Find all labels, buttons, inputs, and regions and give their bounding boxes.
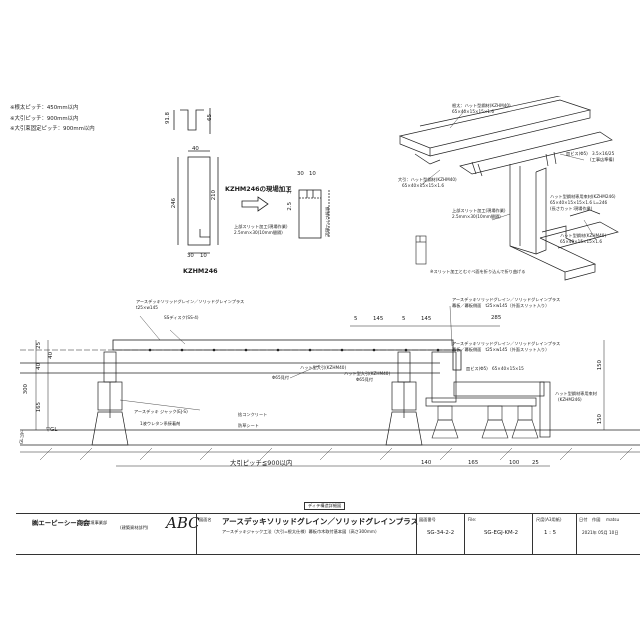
dim-65: 65	[207, 114, 213, 121]
slit-note-1: 上部スリット加工(現場作業)	[234, 224, 288, 229]
drawn-by: matsu	[606, 517, 620, 522]
section-drawing	[20, 305, 640, 467]
urethane-label: 1液ウレタン系接着剤	[140, 421, 181, 426]
dim-100: 100	[509, 460, 520, 466]
drawing-no: SG-34-2-2	[427, 530, 455, 536]
note-joist-pitch: ※根太ピッチ：450mm以内	[10, 105, 79, 111]
post-kzhm246-detail	[177, 150, 219, 254]
iso-beam-label-1: 大引：ハット型鋼材(KZHM40)	[398, 177, 457, 182]
dim-30: 30	[187, 253, 194, 259]
deck-label-r3: アースデッキソリッドグレイン／ソリッドグレインプラス	[452, 341, 561, 346]
iso-slit-label-2: 2.5mm×30(10mm間隔)	[452, 214, 501, 219]
hat-post-label-2: (KZHM246)	[558, 397, 582, 402]
company-dept: 住環境事業部	[82, 520, 108, 525]
iso-post-label-2: 65×40×15×15×1.6 L=246	[550, 200, 608, 205]
date-label: 日付	[579, 517, 588, 522]
dim-10: 10	[200, 253, 207, 259]
gl-below-label: GL以下	[19, 430, 24, 444]
drawing-date: 2021年 05月 10日	[582, 530, 619, 535]
iso-post-label-3: (長さカット:現場作業)	[550, 206, 593, 211]
iso-slit-label-1: 上部スリット加工(現場作業)	[452, 208, 506, 213]
gl-label: ▽GL	[46, 427, 58, 433]
note-beam-pitch: ※大引ピッチ：900mm以内	[10, 116, 79, 122]
site-process-title: KZHM246の現場加工	[225, 185, 292, 193]
arrow-right-icon	[241, 196, 269, 212]
concrete-label: 捨コンクリート	[238, 412, 268, 417]
screw-small-label: 皿ビス(Φ5) 65×40×15×15	[466, 366, 524, 371]
dim-150b: 150	[597, 414, 603, 425]
cut-note: 現場カット箇所	[325, 207, 331, 237]
slit-note-2: 2.5mm×30(10mm間隔)	[234, 230, 283, 235]
iso-post-label-1: ハット型鋼材専用束材(KZHM246)	[550, 194, 616, 199]
post-cut-detail	[298, 189, 330, 239]
dim-150: 150	[597, 360, 603, 371]
isometric-view	[398, 96, 619, 281]
iso-corner-label-2: 65×40×15×15×1.6	[560, 239, 603, 244]
hat-label-1: ハット型大引(KZHM40)	[300, 365, 347, 370]
dim-285: 285	[491, 315, 502, 321]
dim-5a: 5	[354, 316, 358, 322]
dim-30b: 30	[297, 171, 304, 177]
iso-joist-label-2: 65×40×15×15×1.6	[452, 109, 495, 114]
pitch-label: 大引ピッチ≦900以内	[230, 459, 293, 467]
dim-246: 246	[171, 198, 177, 209]
note-beam-fixing-pitch: ※大引束固定ピッチ：900mm以内	[10, 126, 95, 132]
file-label: File:	[468, 517, 477, 522]
scale-label: 尺度(A3用紙)	[536, 517, 562, 522]
drawing-sub: アースデッキジャック工法（大引=根太仕様）幕板巾木取付基本図（高さ300mm）	[222, 529, 380, 534]
dim-91-8: 91.8	[165, 112, 171, 125]
company-name: ㈱エーピーシー商会	[32, 519, 90, 527]
scale-note: ディテ構造詳細図	[304, 502, 346, 511]
part-label-kzhm246: KZHM246	[183, 267, 218, 275]
deck-label-2: t25×w145	[136, 305, 158, 310]
company-logo: ABC	[166, 514, 200, 532]
iso-bend-note: ※スリット加工とむぐベ面を折り込んで折り曲げる	[430, 269, 526, 274]
deck-jack-label: アースデッキ ジャック(EJ-S)	[134, 409, 188, 414]
disc-label: SSディスク(SS-4)	[164, 315, 199, 320]
hat-label-4: Φ65見付	[356, 377, 373, 382]
dim-25b: 25	[532, 460, 539, 466]
dim-36: 36	[287, 187, 293, 194]
logo-sub: (建築資材部門)	[120, 525, 149, 530]
drawing-name: アースデッキソリッドグレイン／ソリッドグレインプラス	[222, 517, 419, 526]
dim-145: 145	[373, 316, 384, 322]
iso-screw-label-1: 皿ビス(Φ5)	[566, 151, 588, 156]
dim-40b: 40	[48, 352, 54, 359]
drawing-no-label: 図面番号	[419, 517, 436, 522]
title-block: ㈱エーピーシー商会 住環境事業部 (建築資材部門) ABC 図面名 アースデッキ…	[16, 513, 640, 555]
drawn-label: 作図	[592, 517, 601, 522]
file-name: SG-EGJ-KM-2	[484, 530, 519, 536]
dim-145b: 145	[421, 316, 432, 322]
iso-joist-label-1: 根太：ハット型鋼材(KZHM40)	[452, 103, 511, 108]
deck-label-r4: 幕板／幕板側面 t25×w145（外面スリット入り）	[452, 347, 550, 352]
deck-label-1: アースデッキソリッドグレイン／ソリッドグレインプラス	[136, 299, 245, 304]
dim-300: 300	[23, 384, 29, 395]
iso-beam-label-2: 65×40×15×15×1.6	[402, 183, 445, 188]
dim-2-5: 2.5	[287, 202, 293, 211]
iso-corner-label-1: ハット型鋼材(KZHM40)	[560, 233, 607, 238]
dim-40: 40	[36, 363, 42, 370]
iso-screw-label-2: 3.5×16/25	[592, 151, 615, 156]
dim-140: 140	[421, 460, 432, 466]
hat-label-2: Φ65見付	[272, 375, 289, 380]
deck-label-r2: 幕板／幕板側面 t25×w145（外面スリット入り）	[452, 303, 550, 308]
dim-5b: 5	[402, 316, 406, 322]
grass-sheet-label: 防草シート	[238, 423, 259, 428]
hat-profile-detail	[173, 108, 211, 134]
dim-210: 210	[211, 190, 217, 201]
drawing-name-label: 図面名	[199, 517, 212, 522]
iso-screw-label-3: (工事店準備)	[590, 157, 615, 162]
hat-label-3: ハット型大引(KZHM40)	[344, 371, 391, 376]
scale-value: 1 : 5	[544, 530, 557, 536]
dim-165: 165	[36, 402, 42, 413]
deck-label-r1: アースデッキソリッドグレイン／ソリッドグレインプラス	[452, 297, 561, 302]
dim-25: 25	[36, 342, 42, 349]
dim-10b: 10	[309, 171, 316, 177]
dim-40: 40	[192, 146, 199, 152]
hat-post-label: ハット型鋼材専用束材	[555, 391, 597, 396]
dim-165b: 165	[468, 460, 479, 466]
